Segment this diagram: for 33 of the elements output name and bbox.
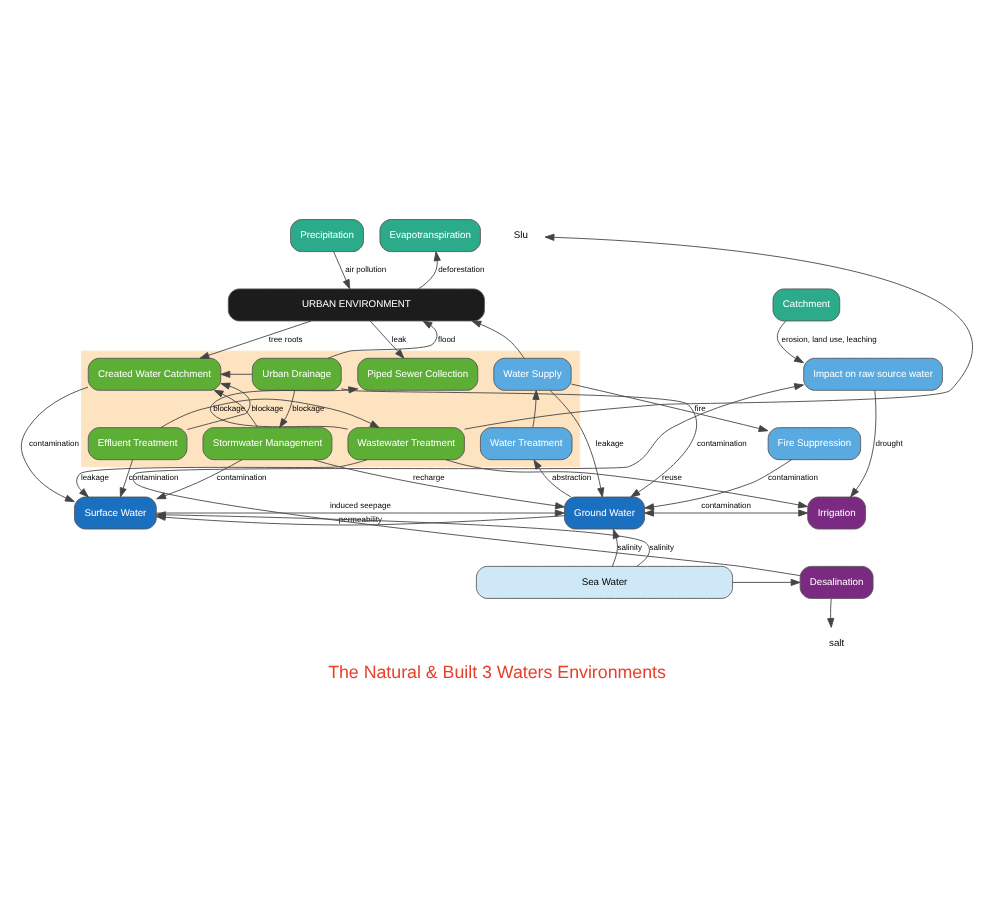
arrow bbox=[445, 459, 808, 509]
arrow bbox=[570, 383, 769, 433]
arrow bbox=[156, 509, 565, 517]
arrow bbox=[76, 459, 368, 498]
arrow bbox=[850, 390, 877, 498]
arrow bbox=[279, 390, 296, 429]
arrow bbox=[160, 398, 380, 429]
arrow bbox=[132, 383, 804, 576]
arrow bbox=[220, 370, 253, 378]
arrow bbox=[213, 389, 259, 429]
arrow bbox=[732, 578, 801, 586]
arrow bbox=[186, 382, 251, 430]
arrow bbox=[327, 320, 438, 359]
arrow bbox=[776, 320, 804, 364]
arrow bbox=[199, 320, 312, 359]
arrow bbox=[418, 251, 441, 290]
arrow bbox=[369, 320, 405, 359]
arrow bbox=[156, 459, 243, 500]
arrow bbox=[340, 388, 697, 498]
arrow bbox=[119, 459, 133, 498]
arrow bbox=[644, 509, 808, 517]
arrow bbox=[549, 389, 605, 498]
arrow bbox=[333, 251, 351, 290]
arrow bbox=[471, 320, 525, 359]
arrow bbox=[532, 390, 540, 428]
caption: The Natural & Built 3 Waters Environments bbox=[328, 661, 666, 682]
arrow bbox=[644, 459, 792, 511]
arrow bbox=[312, 459, 565, 510]
arrow bbox=[209, 386, 359, 430]
arrow bbox=[533, 459, 572, 498]
arrow bbox=[20, 386, 89, 503]
arrow bbox=[464, 233, 972, 430]
arrow bbox=[827, 598, 835, 628]
